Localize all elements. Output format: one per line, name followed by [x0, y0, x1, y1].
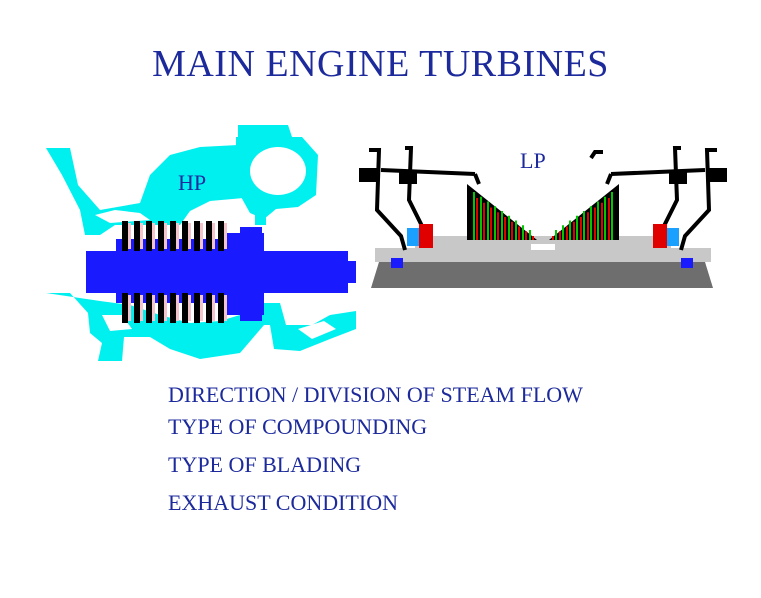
lp-blade: [601, 202, 603, 240]
hp-nozzle: [164, 295, 167, 321]
lp-blade: [515, 220, 517, 240]
hp-nozzle: [188, 295, 191, 321]
hp-blade: [146, 293, 152, 323]
hp-blade: [170, 221, 176, 251]
lp-blade: [508, 215, 510, 240]
hp-nozzle: [152, 223, 155, 249]
hp-blade: [206, 221, 212, 251]
lp-blade: [504, 217, 506, 240]
hp-nozzle: [140, 223, 143, 249]
lp-blade: [566, 226, 568, 240]
lp-blade: [597, 201, 599, 240]
hp-blade: [158, 221, 164, 251]
lp-blade: [480, 196, 482, 240]
hp-nozzle: [200, 223, 203, 249]
bullet-item: TYPE OF COMPOUNDING: [168, 414, 428, 439]
lp-blade: [569, 220, 571, 240]
lp-blade: [522, 225, 524, 240]
lp-bearing-blocks: [359, 168, 727, 248]
hp-blade: [158, 293, 164, 323]
lp-label: LP: [520, 148, 546, 173]
slide-title: MAIN ENGINE TURBINES: [152, 43, 609, 85]
lp-blade: [501, 211, 503, 240]
hp-blade: [218, 293, 224, 323]
lp-blade: [529, 230, 531, 240]
lp-blade-rows: [473, 192, 613, 240]
lp-blade: [576, 215, 578, 240]
lp-blade: [494, 206, 496, 240]
lp-blade: [580, 217, 582, 240]
lp-blade: [487, 201, 489, 240]
hp-nozzle: [140, 295, 143, 321]
hp-blade: [206, 293, 212, 323]
lp-blade: [555, 230, 557, 240]
lp-blade-cones: [467, 184, 619, 240]
hp-nozzle: [128, 223, 131, 249]
hp-nozzle: [212, 295, 215, 321]
hp-blade: [182, 221, 188, 251]
hp-blade: [146, 221, 152, 251]
bullet-item: EXHAUST CONDITION: [168, 490, 398, 515]
hp-blade: [134, 293, 140, 323]
hp-nozzle: [212, 223, 215, 249]
lp-blade: [583, 211, 585, 240]
hp-blade: [122, 293, 128, 323]
lp-blade: [573, 221, 575, 240]
lp-blade: [497, 212, 499, 240]
hp-blade: [194, 293, 200, 323]
hp-blade: [134, 221, 140, 251]
hp-nozzle: [188, 223, 191, 249]
hp-blade: [122, 221, 128, 251]
lp-blade: [476, 198, 478, 240]
lp-blade: [483, 202, 485, 240]
lp-blade: [525, 231, 527, 240]
hp-turbine-diagram: [46, 125, 356, 361]
hp-blade-rows: [122, 221, 227, 323]
lp-blade: [473, 192, 475, 240]
lp-blade: [590, 206, 592, 240]
lp-blade: [518, 226, 520, 240]
lp-blade: [532, 236, 534, 240]
hp-nozzle: [176, 223, 179, 249]
hp-nozzle: [164, 223, 167, 249]
lp-blade: [552, 236, 554, 240]
hp-nozzle: [128, 295, 131, 321]
hp-blade: [194, 221, 200, 251]
lp-blade: [559, 231, 561, 240]
hp-blade: [170, 293, 176, 323]
lp-blade: [562, 225, 564, 240]
lp-blade: [490, 207, 492, 240]
bullet-item: TYPE OF BLADING: [168, 452, 362, 477]
lp-turbine-diagram: [359, 146, 727, 288]
lp-blade: [611, 192, 613, 240]
lp-blade: [587, 212, 589, 240]
lp-blade: [594, 207, 596, 240]
bullet-list: DIRECTION / DIVISION OF STEAM FLOW TYPE …: [168, 380, 688, 526]
hp-nozzle: [224, 295, 227, 321]
lp-blade: [511, 221, 513, 240]
hp-label: HP: [178, 170, 207, 195]
lp-blade: [604, 196, 606, 240]
hp-nozzle: [176, 295, 179, 321]
hp-blade: [218, 221, 224, 251]
hp-nozzle: [200, 295, 203, 321]
hp-nozzle: [224, 223, 227, 249]
lp-blade: [608, 198, 610, 240]
hp-blade: [182, 293, 188, 323]
hp-nozzle: [152, 295, 155, 321]
bullet-item: DIRECTION / DIVISION OF STEAM FLOW: [168, 382, 583, 407]
